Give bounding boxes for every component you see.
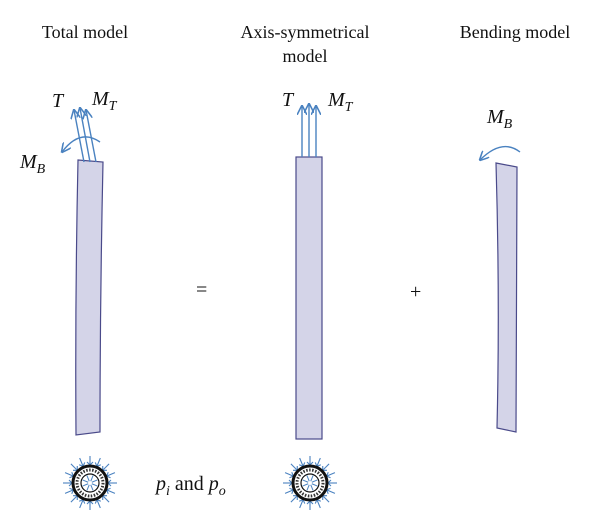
outer-pressure-ray <box>322 495 330 503</box>
outer-pressure-ray <box>106 489 116 494</box>
outer-pressure-ray <box>290 463 298 471</box>
bending-MB-arc-arrow <box>480 145 521 160</box>
bending-MB-label: MB <box>486 106 513 132</box>
axis-MT-label: MT <box>327 89 354 115</box>
outer-pressure-ray <box>102 463 110 471</box>
inner-pressure-ray <box>310 484 314 491</box>
outer-pressure-ray <box>79 457 84 467</box>
outer-pressure-ray <box>70 495 78 503</box>
outer-pressure-ray <box>64 472 74 477</box>
title-total-model: Total model <box>41 22 129 42</box>
outer-pressure-ray <box>70 463 78 471</box>
cross-section-inner-total <box>80 473 100 493</box>
cross-section-inner-axis <box>300 473 320 493</box>
cross-section-texture-total <box>75 468 105 498</box>
outer-pressure-ray <box>299 457 304 467</box>
inner-pressure-ray <box>90 484 94 491</box>
plus-sign: + <box>410 281 421 303</box>
inner-pressure-ray <box>310 475 314 482</box>
title-axis-symmetrical-model: Axis-symmetrical model <box>205 20 405 68</box>
total-MB-label: MB <box>19 151 46 177</box>
outer-pressure-ray <box>316 499 321 509</box>
total-model-group: T MT MB <box>19 88 118 436</box>
outer-pressure-ray <box>96 457 101 467</box>
outer-pressure-ray <box>299 499 304 509</box>
inner-pressure-ray <box>306 475 310 482</box>
bending-model-group: MB <box>480 106 521 433</box>
axis-model-group: T MT <box>282 89 354 440</box>
bending-model-beam <box>495 162 518 433</box>
total-MB-arc-arrow <box>62 136 101 152</box>
equals-sign: = <box>196 279 207 301</box>
outer-pressure-ray <box>316 457 321 467</box>
total-MT-arrow-2 <box>86 110 97 163</box>
pressure-rays-total <box>63 456 117 510</box>
inner-pressure-ray <box>82 483 89 487</box>
inner-pressure-ray <box>86 475 90 482</box>
outer-pressure-ray <box>326 472 336 477</box>
cross-section-texture-axis <box>295 468 325 498</box>
inner-pressure-ray <box>302 483 309 487</box>
inner-pressure-ray <box>91 479 98 483</box>
outer-pressure-ray <box>326 489 336 494</box>
cross-section-axis <box>283 456 337 510</box>
outer-pressure-ray <box>322 463 330 471</box>
total-MT-label: MT <box>91 88 118 114</box>
total-T-label: T <box>52 90 65 112</box>
title-axis-line2: model <box>282 46 328 66</box>
outer-pressure-ray <box>64 489 74 494</box>
outer-pressure-ray <box>102 495 110 503</box>
outer-pressure-ray <box>284 489 294 494</box>
axis-model-beam <box>295 156 323 440</box>
total-T-arrow <box>74 110 85 163</box>
inner-pressure-ray <box>90 475 94 482</box>
outer-pressure-ray <box>284 472 294 477</box>
inner-pressure-ray <box>82 479 89 483</box>
inner-pressure-ray <box>311 479 318 483</box>
outer-pressure-ray <box>96 499 101 509</box>
inner-pressure-rays-total <box>82 475 98 491</box>
outer-pressure-ray <box>106 472 116 477</box>
inner-pressure-ray <box>86 484 90 491</box>
total-model-beam <box>75 159 104 436</box>
inner-pressure-ray <box>91 483 98 487</box>
cross-section-total <box>63 456 117 510</box>
inner-pressure-ray <box>311 483 318 487</box>
title-bending-model: Bending model <box>459 22 571 42</box>
total-MT-arrow-1 <box>80 108 91 163</box>
outer-pressure-ray <box>290 495 298 503</box>
inner-pressure-ray <box>302 479 309 483</box>
inner-pressure-rays-axis <box>302 475 318 491</box>
inner-pressure-ray <box>306 484 310 491</box>
axis-T-label: T <box>282 89 295 111</box>
title-axis-line1: Axis-symmetrical <box>240 22 370 42</box>
outer-pressure-ray <box>79 499 84 509</box>
